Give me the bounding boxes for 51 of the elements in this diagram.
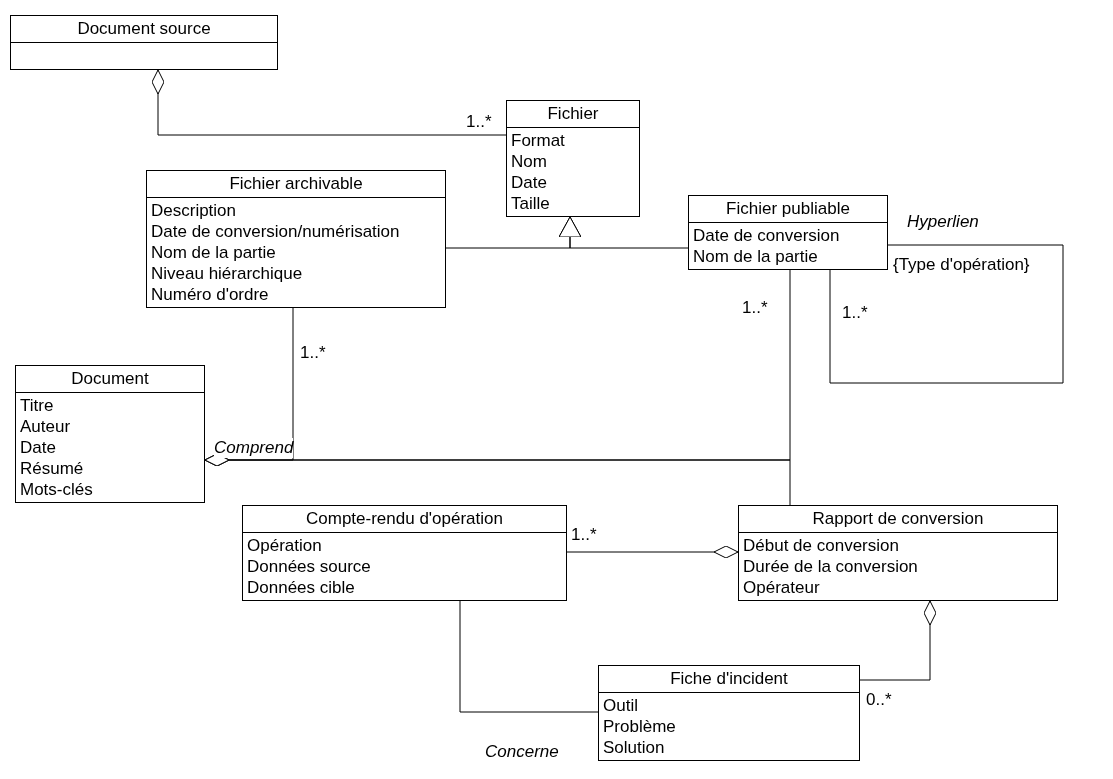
attribute: Mots-clés [20,479,93,500]
class-name: Fiche d'incident [599,666,859,693]
attribute: Date de conversion/numérisation [151,221,400,242]
attribute: Résumé [20,458,84,479]
class-box [738,505,1058,601]
edge-label: Hyperlien [907,212,979,232]
class-name: Document source [11,16,277,43]
attribute: Numéro d'ordre [151,284,269,305]
attribute: Date de conversion [693,225,840,246]
attribute: Nom [511,151,547,172]
class-name: Document [16,366,204,393]
class-box [506,100,640,217]
attribute: Description [151,200,237,221]
class-box [15,365,205,503]
attribute: Date [20,437,56,458]
aggregation-line [151,69,507,136]
attribute: Nom de la partie [151,242,276,263]
attribute: Nom de la partie [693,246,818,267]
class-box [598,665,860,761]
class-name: Fichier [507,101,639,128]
aggregation-line [566,545,739,559]
attribute: Auteur [20,416,71,437]
class-box [146,170,446,308]
multiplicity-label: {Type d'opération} [893,255,1030,275]
attribute: Outil [603,695,638,716]
class-box [242,505,567,601]
attribute: Titre [20,395,54,416]
attribute: Début de conversion [743,535,899,556]
generalization-arrow [558,216,689,249]
attribute: Opérateur [743,577,820,598]
class-box [10,15,278,70]
association-line [459,600,599,713]
class-name: Fichier publiable [689,196,887,223]
aggregation-line [859,600,937,681]
association-line [829,244,1064,384]
class-name: Compte-rendu d'opération [243,506,566,533]
edge-label: Comprend [214,438,294,458]
attribute: Date [511,172,547,193]
attribute: Niveau hiérarchique [151,263,303,284]
attribute: Taille [511,193,550,214]
attribute: Données cible [247,577,355,598]
class-name: Fichier archivable [147,171,445,198]
class-box [688,195,888,270]
aggregation-line [204,453,791,506]
attribute: Données source [247,556,371,577]
attribute: Opération [247,535,322,556]
attribute: Solution [603,737,665,758]
attribute: Problème [603,716,676,737]
class-name: Rapport de conversion [739,506,1057,533]
attribute: Durée de la conversion [743,556,918,577]
attribute: Format [511,130,565,151]
